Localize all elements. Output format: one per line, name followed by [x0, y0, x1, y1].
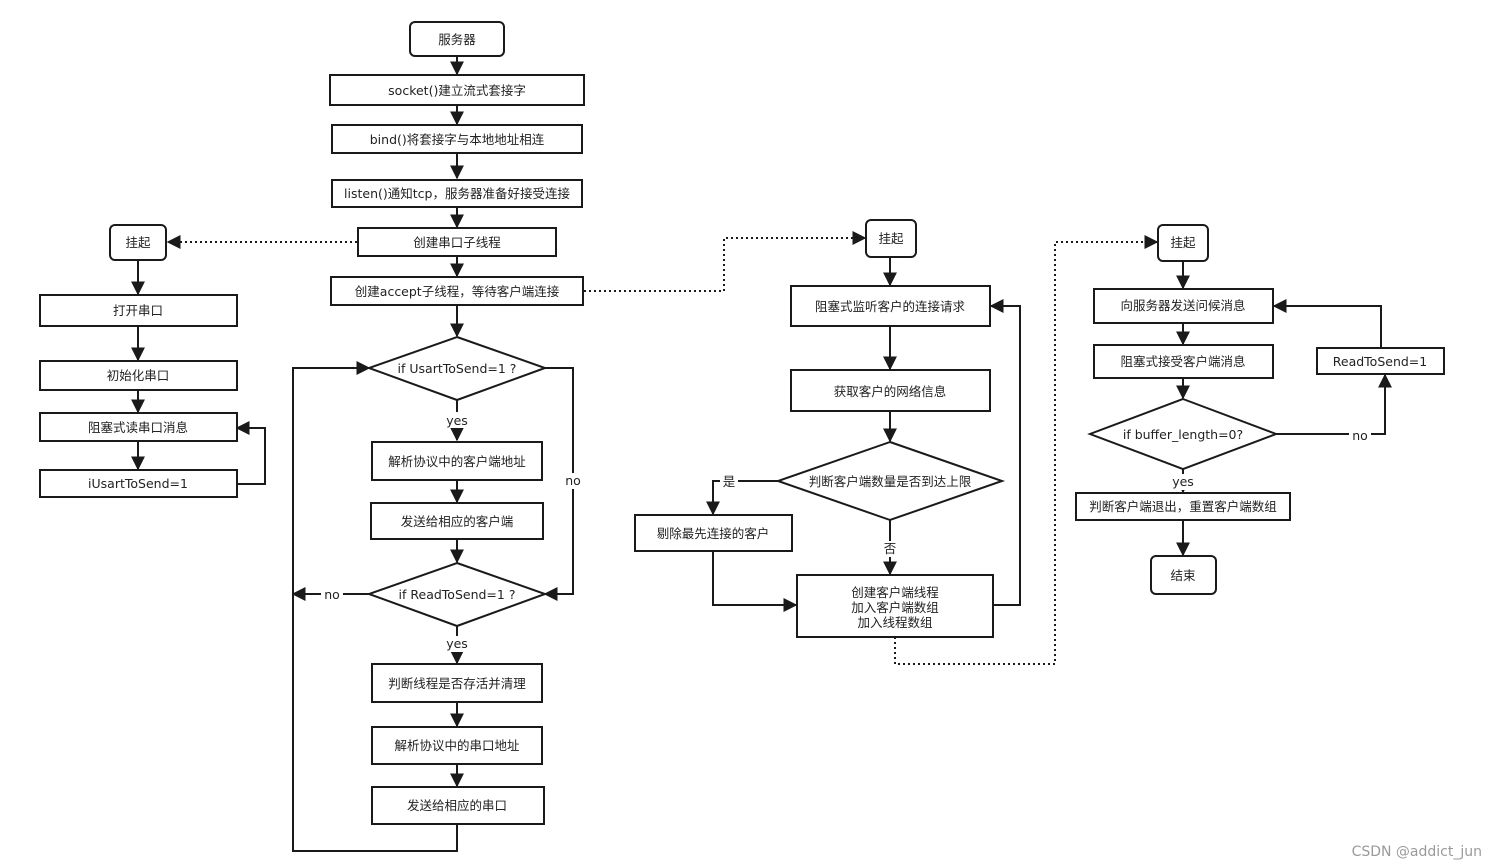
node-create-client-thread: 创建客户端线程 加入客户端数组 加入线程数组 [796, 574, 994, 638]
node-create-client-thread-line3: 加入线程数组 [857, 615, 932, 630]
node-open-serial: 打开串口 [39, 294, 238, 327]
node-suspend-2: 挂起 [865, 219, 917, 258]
node-delete-first-client-label: 剔除最先连接的客户 [657, 526, 770, 541]
node-parse-serial-addr: 解析协议中的串口地址 [371, 726, 543, 765]
node-init-serial-label: 初始化串口 [107, 368, 170, 383]
node-send-to-serial-label: 发送给相应的串口 [407, 798, 507, 813]
node-suspend-3: 挂起 [1157, 224, 1209, 262]
node-parse-serial-addr-label: 解析协议中的串口地址 [394, 738, 520, 753]
node-send-to-client: 发送给相应的客户端 [370, 502, 544, 540]
node-parse-client-addr: 解析协议中的客户端地址 [371, 441, 543, 481]
node-block-read-serial: 阻塞式读串口消息 [39, 412, 238, 442]
edge-label-limit-yes: 是 [723, 474, 736, 489]
node-if-usart-label: if UsartToSend=1 ? [398, 361, 517, 376]
node-if-buffer: if buffer_length=0? [1087, 397, 1279, 471]
node-block-recv-client: 阻塞式接受客户端消息 [1093, 344, 1274, 379]
node-send-greeting: 向服务器发送问候消息 [1093, 288, 1274, 324]
edge-label-read-no: no [324, 587, 340, 602]
watermark: CSDN @addict_jun [1351, 844, 1482, 860]
node-iusart: iUsartToSend=1 [39, 469, 238, 498]
node-client-exit: 判断客户端退出，重置客户端数组 [1075, 492, 1291, 521]
edge-label-limit-no: 否 [884, 541, 897, 556]
edge-labels: yes no no yes 是 否 no yes [321, 412, 1371, 652]
node-open-serial-label: 打开串口 [113, 303, 163, 318]
node-check-threads-label: 判断线程是否存活并清理 [388, 676, 526, 691]
node-if-buffer-label: if buffer_length=0? [1123, 427, 1243, 442]
node-get-net-info: 获取客户的网络信息 [790, 369, 991, 412]
node-bind: bind()将套接字与本地地址相连 [331, 124, 583, 154]
node-server-label: 服务器 [438, 32, 476, 47]
node-send-to-client-label: 发送给相应的客户端 [401, 514, 514, 529]
node-listen: listen()通知tcp，服务器准备好接受连接 [331, 179, 583, 208]
node-suspend-2-label: 挂起 [878, 231, 904, 246]
node-send-to-serial: 发送给相应的串口 [371, 786, 545, 825]
node-read-to-send: ReadToSend=1 [1316, 347, 1445, 375]
node-check-client-limit: 判断客户端数量是否到达上限 [774, 440, 1006, 522]
edge-label-read-yes: yes [446, 636, 468, 651]
node-block-recv-client-label: 阻塞式接受客户端消息 [1120, 354, 1245, 369]
node-delete-first-client: 剔除最先连接的客户 [634, 514, 793, 552]
node-if-usart: if UsartToSend=1 ? [366, 335, 548, 402]
node-if-read: if ReadToSend=1 ? [366, 561, 548, 628]
node-if-read-label: if ReadToSend=1 ? [399, 587, 516, 602]
node-suspend-1-label: 挂起 [125, 235, 151, 250]
node-create-client-thread-line2: 加入客户端数组 [851, 600, 939, 615]
node-bind-label: bind()将套接字与本地地址相连 [370, 132, 545, 147]
node-get-net-info-label: 获取客户的网络信息 [834, 384, 947, 399]
node-read-to-send-label: ReadToSend=1 [1333, 354, 1427, 369]
node-parse-client-addr-label: 解析协议中的客户端地址 [388, 454, 526, 469]
node-client-exit-label: 判断客户端退出，重置客户端数组 [1089, 499, 1277, 514]
node-socket: socket()建立流式套接字 [329, 74, 585, 106]
node-block-listen-label: 阻塞式监听客户的连接请求 [815, 299, 966, 314]
node-end: 结束 [1150, 555, 1217, 595]
node-check-client-limit-label: 判断客户端数量是否到达上限 [809, 474, 972, 489]
node-iusart-label: iUsartToSend=1 [88, 476, 188, 491]
node-suspend-1: 挂起 [109, 224, 167, 261]
node-server: 服务器 [409, 21, 505, 57]
node-end-label: 结束 [1170, 568, 1196, 583]
node-block-listen: 阻塞式监听客户的连接请求 [790, 285, 991, 327]
node-listen-label: listen()通知tcp，服务器准备好接受连接 [344, 186, 570, 201]
node-create-client-thread-line1: 创建客户端线程 [851, 585, 939, 600]
node-create-accept-thread: 创建accept子线程，等待客户端连接 [330, 276, 584, 306]
node-create-accept-thread-label: 创建accept子线程，等待客户端连接 [355, 284, 560, 299]
node-suspend-3-label: 挂起 [1170, 235, 1196, 250]
node-block-read-serial-label: 阻塞式读串口消息 [88, 420, 188, 435]
node-send-greeting-label: 向服务器发送问候消息 [1120, 298, 1245, 313]
edge-label-usart-no: no [565, 473, 581, 488]
node-init-serial: 初始化串口 [39, 360, 238, 391]
node-socket-label: socket()建立流式套接字 [388, 83, 526, 98]
edge-label-buffer-yes: yes [1172, 474, 1194, 489]
node-create-serial-thread-label: 创建串口子线程 [413, 235, 501, 250]
edge-label-usart-yes: yes [446, 413, 468, 428]
node-create-serial-thread: 创建串口子线程 [357, 227, 557, 257]
edge-label-buffer-no: no [1352, 428, 1368, 443]
node-check-threads: 判断线程是否存活并清理 [371, 663, 543, 703]
